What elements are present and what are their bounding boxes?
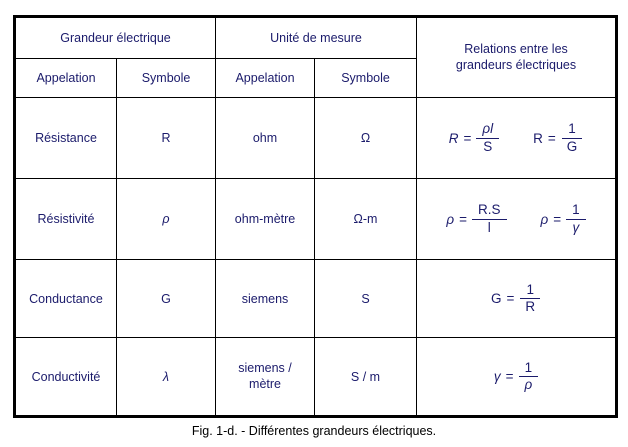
formula-equals: = bbox=[463, 130, 472, 146]
fraction-denominator: R bbox=[525, 299, 536, 314]
unit-name: siemens / mètre bbox=[215, 337, 316, 417]
unit-name: ohm-mètre bbox=[215, 178, 316, 260]
quantity-symbol: λ bbox=[115, 337, 217, 417]
group-header-relations: Relations entre les grandeurs électrique… bbox=[416, 16, 618, 98]
sub-header-unite-appelation: Appelation bbox=[215, 58, 316, 98]
relations-cell: γ = 1 ρ bbox=[416, 337, 618, 417]
fraction: 1 R bbox=[519, 282, 541, 314]
table-row: Conductivité λ siemens / mètre S / m γ =… bbox=[14, 337, 618, 417]
formula-lhs: ρ bbox=[446, 211, 455, 227]
fraction: ρl S bbox=[476, 122, 500, 154]
formula-lhs: ρ bbox=[540, 211, 549, 227]
group-header-grandeur-electrique: Grandeur électrique bbox=[13, 16, 217, 59]
fraction: R.S l bbox=[472, 203, 507, 234]
relations-header-line-2: grandeurs électriques bbox=[455, 57, 577, 72]
table-group-header-row: Grandeur électrique Unité de mesure Rela… bbox=[13, 16, 618, 98]
table-row: Résistivité ρ ohm-mètre Ω-m ρ = R.S l bbox=[14, 178, 618, 260]
fraction-numerator: R.S bbox=[472, 203, 507, 220]
fraction: 1 γ bbox=[566, 203, 586, 234]
fraction-denominator: l bbox=[487, 219, 491, 235]
formula-group: ρ = R.S l ρ = 1 γ bbox=[417, 203, 615, 234]
fraction-numerator: 1 bbox=[566, 203, 586, 220]
relations-cell: R = ρl S R = 1 G bbox=[416, 97, 618, 179]
formula-equals: = bbox=[505, 369, 514, 384]
formula-equals: = bbox=[459, 211, 467, 227]
quantity-name: Conductivité bbox=[14, 337, 117, 417]
relations-cell: G = 1 R bbox=[416, 259, 618, 338]
unit-name-line-1: siemens / bbox=[238, 360, 292, 375]
sub-header-grandeur-appelation: Appelation bbox=[14, 58, 117, 98]
unit-symbol: Ω bbox=[314, 97, 418, 179]
relations-header-line-1: Relations entre les bbox=[464, 41, 568, 56]
formula-equals: = bbox=[553, 211, 562, 227]
formula-lhs: R bbox=[448, 130, 459, 146]
fraction-denominator: ρ bbox=[524, 377, 533, 392]
electrical-quantities-table: Grandeur électrique Unité de mesure Rela… bbox=[13, 15, 619, 418]
relations-cell: ρ = R.S l ρ = 1 γ bbox=[416, 178, 618, 260]
table-row: Résistance R ohm Ω R = ρl S bbox=[14, 97, 618, 179]
fraction: 1 ρ bbox=[518, 360, 539, 392]
quantity-name: Résistance bbox=[14, 97, 117, 179]
formula-group: G = 1 R bbox=[417, 282, 615, 314]
quantity-symbol: G bbox=[115, 259, 217, 338]
sub-header-grandeur-symbole: Symbole bbox=[115, 58, 217, 98]
formula-group: R = ρl S R = 1 G bbox=[417, 122, 615, 153]
table-row: Conductance G siemens S G = 1 R bbox=[14, 259, 618, 338]
unit-symbol: S bbox=[314, 259, 418, 338]
unit-symbol: S / m bbox=[314, 337, 418, 417]
group-header-unite-de-mesure: Unité de mesure bbox=[215, 16, 418, 59]
formula-lhs: R bbox=[533, 130, 543, 146]
formula-group: γ = 1 ρ bbox=[417, 360, 615, 392]
fraction-numerator: 1 bbox=[518, 360, 539, 377]
quantity-name: Résistivité bbox=[14, 178, 117, 260]
fraction-numerator: ρl bbox=[476, 122, 500, 139]
formula-equals: = bbox=[506, 291, 515, 306]
quantity-symbol: R bbox=[115, 97, 217, 179]
formula: G = 1 R bbox=[490, 282, 541, 314]
fraction-denominator: S bbox=[483, 138, 493, 154]
unit-name: siemens bbox=[215, 259, 316, 338]
quantity-name: Conductance bbox=[14, 259, 117, 338]
fraction: 1 G bbox=[561, 122, 584, 153]
fraction-numerator: 1 bbox=[562, 122, 582, 139]
figure-caption: Fig. 1-d. - Différentes grandeurs électr… bbox=[191, 424, 437, 438]
sub-header-unite-symbole: Symbole bbox=[314, 58, 418, 98]
formula: ρ = 1 γ bbox=[541, 203, 586, 234]
quantity-symbol: ρ bbox=[115, 178, 217, 260]
formula: γ = 1 ρ bbox=[493, 360, 539, 392]
formula: ρ = R.S l bbox=[446, 203, 507, 234]
unit-name: ohm bbox=[215, 97, 316, 179]
formula-equals: = bbox=[547, 130, 556, 146]
formula: R = 1 G bbox=[533, 122, 583, 153]
table-sub-header-row: Appelation Symbole Appelation Symbole bbox=[14, 58, 617, 98]
fraction-denominator: G bbox=[566, 138, 578, 154]
formula-lhs: γ bbox=[493, 369, 501, 384]
unit-symbol: Ω-m bbox=[314, 178, 418, 260]
formula-lhs: G bbox=[490, 291, 502, 306]
unit-name-line-2: mètre bbox=[249, 376, 281, 391]
fraction-denominator: γ bbox=[572, 219, 580, 235]
fraction-numerator: 1 bbox=[520, 282, 540, 299]
formula: R = ρl S bbox=[448, 122, 500, 154]
